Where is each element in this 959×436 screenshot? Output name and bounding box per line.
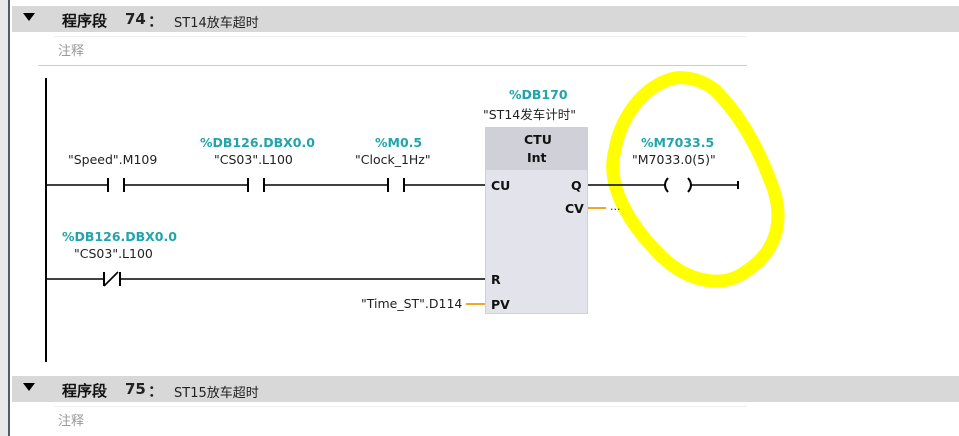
network-description[interactable]: ST14放车超时 — [174, 16, 259, 31]
pv-operand[interactable]: "Time_ST".D114 — [361, 296, 463, 311]
block-type: CTU — [524, 132, 552, 147]
network-colon: ： — [148, 382, 164, 400]
block-datatype[interactable]: Int — [527, 150, 547, 165]
contact-clock-address: %M0.5 — [375, 135, 423, 150]
pin-cu: CU — [491, 178, 511, 193]
coil-address: %M7033.5 — [641, 135, 715, 150]
coil-m7033[interactable] — [664, 177, 692, 193]
contact-clock-symbol[interactable]: "Clock_1Hz" — [355, 152, 431, 167]
contact-cs03-symbol[interactable]: "CS03".L100 — [214, 152, 293, 167]
contact-cs03-address: %DB126.DBX0.0 — [200, 135, 315, 150]
pin-q: Q — [571, 178, 582, 193]
editor-left-border — [0, 0, 10, 436]
collapse-triangle-icon[interactable] — [23, 13, 35, 21]
contact-speed-symbol[interactable]: "Speed".M109 — [68, 152, 158, 167]
network-colon: ： — [148, 12, 164, 30]
pin-r: R — [491, 272, 501, 287]
network-title-label: 程序段 — [62, 12, 108, 30]
ctu-counter-block[interactable]: CTU Int CU Q CV R PV — [485, 127, 588, 314]
network-75-comment[interactable]: 注释 — [54, 406, 747, 433]
network-74-header[interactable]: 程序段 74 ： ST14放车超时 — [12, 6, 959, 32]
yellow-highlight-annotation — [606, 71, 785, 288]
contact-no-clock[interactable] — [387, 178, 405, 192]
network-74-comment[interactable]: 注释 — [54, 36, 747, 63]
contact-nc-address: %DB126.DBX0.0 — [62, 229, 177, 244]
contact-no-cs03[interactable] — [247, 178, 265, 192]
network-number: 75 — [125, 380, 146, 398]
network-description[interactable]: ST15放车超时 — [174, 386, 259, 401]
pin-pv: PV — [491, 297, 510, 312]
network-separator — [38, 65, 747, 66]
network-title-label: 程序段 — [62, 382, 108, 400]
comment-placeholder: 注释 — [58, 414, 85, 429]
coil-symbol[interactable]: "M7033.0(5)" — [632, 152, 716, 167]
contact-no-speed[interactable] — [107, 178, 125, 192]
counter-instance-name[interactable]: "ST14发车计时" — [483, 107, 576, 122]
cv-operand[interactable]: ... — [610, 200, 621, 213]
counter-instance-address: %DB170 — [509, 87, 568, 102]
contact-nc-cs03[interactable] — [103, 271, 121, 287]
pin-cv: CV — [565, 201, 584, 216]
comment-placeholder: 注释 — [58, 44, 85, 59]
collapse-triangle-icon[interactable] — [23, 383, 35, 391]
network-75-header[interactable]: 程序段 75 ： ST15放车超时 — [12, 376, 959, 402]
network-number: 74 — [125, 10, 146, 28]
block-header — [486, 128, 587, 170]
contact-nc-symbol[interactable]: "CS03".L100 — [74, 246, 153, 261]
